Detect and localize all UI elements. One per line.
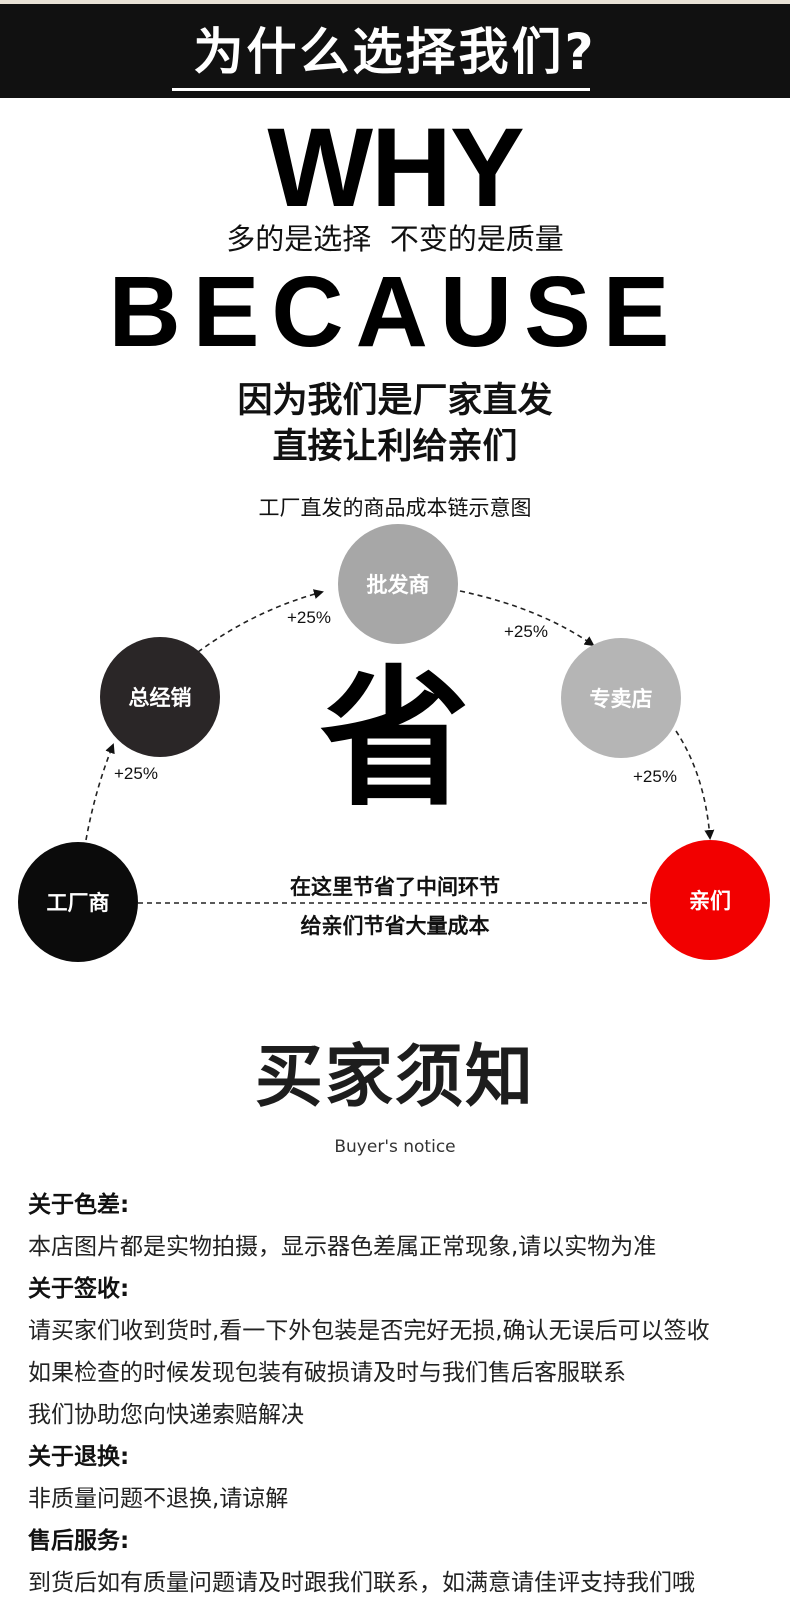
arrow-wholesaler-to-store [459,590,595,647]
notice-list: 关于色差: 本店图片都是实物拍摄，显示器色差属正常现象,请以实物为准关于签收: 请买… [28,1184,788,1604]
wholesaler-label: 批发商 [366,573,430,597]
distributor-label: 总经销 [128,686,192,710]
markup-label-3: +25% [504,622,548,641]
arrow-store-to-customer [675,730,715,840]
wholesaler-node: 批发商 [338,524,458,644]
arrow-factory-to-distributor [85,743,115,841]
cost-chain-arrows [85,589,715,904]
notice-title: 买家须知 [254,1038,535,1117]
title-underline [172,88,590,91]
notice-text-line: 到货后如有质量问题请及时跟我们联系，如满意请佳评支持我们哦 [28,1570,695,1596]
savings-note-2: 给亲们节省大量成本 [300,914,490,938]
notice-text-line: 如果检查的时候发现包装有破损请及时与我们售后客服联系 [28,1360,626,1386]
notice-text-line: 我们协助您向快递索赔解决 [28,1402,304,1428]
store-label: 专卖店 [589,687,653,711]
diagram-title: 工厂直发的商品成本链示意图 [258,496,532,520]
customer-label: 亲们 [689,889,731,913]
header-banner: 为什么选择我们? [0,4,790,98]
notice-text-line: 本店图片都是实物拍摄，显示器色差属正常现象,请以实物为准 [28,1234,657,1260]
notice-text-line: 非质量问题不退换,请谅解 [28,1486,289,1512]
markup-label-2: +25% [287,608,331,627]
markup-label-1: +25% [114,764,158,783]
why-heading: WHY [267,105,524,230]
notice-section-heading: 关于色差: [28,1192,130,1218]
markup-label-4: +25% [633,767,677,786]
because-heading: BECAUSE [108,256,682,368]
notice-subtitle: Buyer's notice [334,1137,456,1157]
factory-label: 工厂商 [46,891,110,915]
notice-section-heading: 关于签收: [28,1276,130,1302]
notice-section-heading: 关于退换: [28,1444,130,1470]
store-node: 专卖店 [561,638,681,758]
reason-line-2: 直接让利给亲们 [272,427,518,467]
save-character: 省 [319,653,470,827]
customer-node: 亲们 [650,840,770,960]
notice-section-heading: 售后服务: [28,1528,130,1554]
factory-node: 工厂商 [18,842,138,962]
notice-text-line: 请买家们收到货时,看一下外包装是否完好无损,确认无误后可以签收 [28,1318,710,1344]
reason-line-1: 因为我们是厂家直发 [237,381,553,421]
tagline: 多的是选择 不变的是质量 [226,222,564,256]
page-title: 为什么选择我们? [193,23,597,81]
distributor-node: 总经销 [100,637,220,757]
savings-note-1: 在这里节省了中间环节 [290,875,500,899]
top-strip [0,0,790,4]
